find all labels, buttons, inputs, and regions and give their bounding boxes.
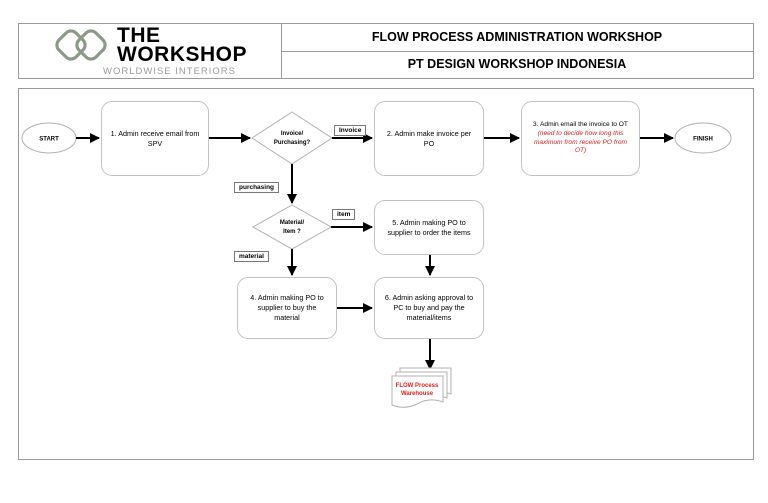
decision2-line1: Material/ xyxy=(280,220,305,226)
step6-asking-approval: 6. Admin asking approval to PC to buy an… xyxy=(374,277,484,339)
step1-text: 1. Admin receive email from SPV xyxy=(110,128,200,148)
step6-text: 6. Admin asking approval to PC to buy an… xyxy=(384,293,474,322)
logo-knot-icon xyxy=(55,29,107,61)
document-label-line2: Warehouse xyxy=(401,391,434,397)
label-item: item xyxy=(332,209,356,220)
step2-text: 2. Admin make invoice per PO xyxy=(386,128,472,148)
finish-terminator xyxy=(674,122,732,154)
step3-note: (need to decide how long this maximum fr… xyxy=(533,129,628,155)
label-invoice: Invoice xyxy=(334,125,367,136)
logo-tagline: WORLDWISE INTERIORS xyxy=(103,66,237,77)
step4-text: 4. Admin making PO to supplier to buy th… xyxy=(250,293,324,322)
step3-email-invoice: 3. Admin email the invoice to OT (need t… xyxy=(521,101,640,176)
document-label-line1: FLOW Process xyxy=(396,383,439,389)
start-label: START xyxy=(39,137,59,143)
step3-text: 3. Admin email the invoice to OT xyxy=(533,121,628,129)
step1-receive-email: 1. Admin receive email from SPV xyxy=(101,101,209,176)
document-title: FLOW PROCESS ADMINISTRATION WORKSHOP xyxy=(281,24,753,52)
decision2-line2: Item ? xyxy=(283,229,301,235)
document-flow-process-warehouse xyxy=(391,367,452,408)
label-material: material xyxy=(234,251,269,262)
flowchart-connectors: START FINISH Invoice/ Purchasing? Materi… xyxy=(21,111,732,408)
decision-material-item xyxy=(251,204,333,250)
decision-invoice-purchasing xyxy=(251,111,333,165)
label-purchasing: purchasing xyxy=(234,182,280,193)
step2-make-invoice: 2. Admin make invoice per PO xyxy=(374,101,484,176)
step5-text: 5. Admin making PO to supplier to order … xyxy=(387,217,471,237)
flowchart-frame: START FINISH Invoice/ Purchasing? Materi… xyxy=(18,88,754,460)
step5-po-order-items: 5. Admin making PO to supplier to order … xyxy=(374,200,484,255)
decision1-line1: Invoice/ xyxy=(281,131,304,137)
step4-po-buy-material: 4. Admin making PO to supplier to buy th… xyxy=(237,277,337,339)
decision1-line2: Purchasing? xyxy=(274,140,311,146)
logo-text-workshop: WORKSHOP xyxy=(117,43,247,66)
company-name: PT DESIGN WORKSHOP INDONESIA xyxy=(407,57,627,71)
company-logo: THE WORKSHOP WORLDWISE INTERIORS xyxy=(19,24,282,78)
logo-text-the: THE xyxy=(117,24,161,47)
document-header: THE WORKSHOP WORLDWISE INTERIORS FLOW PR… xyxy=(18,23,754,79)
finish-label: FINISH xyxy=(693,137,713,143)
